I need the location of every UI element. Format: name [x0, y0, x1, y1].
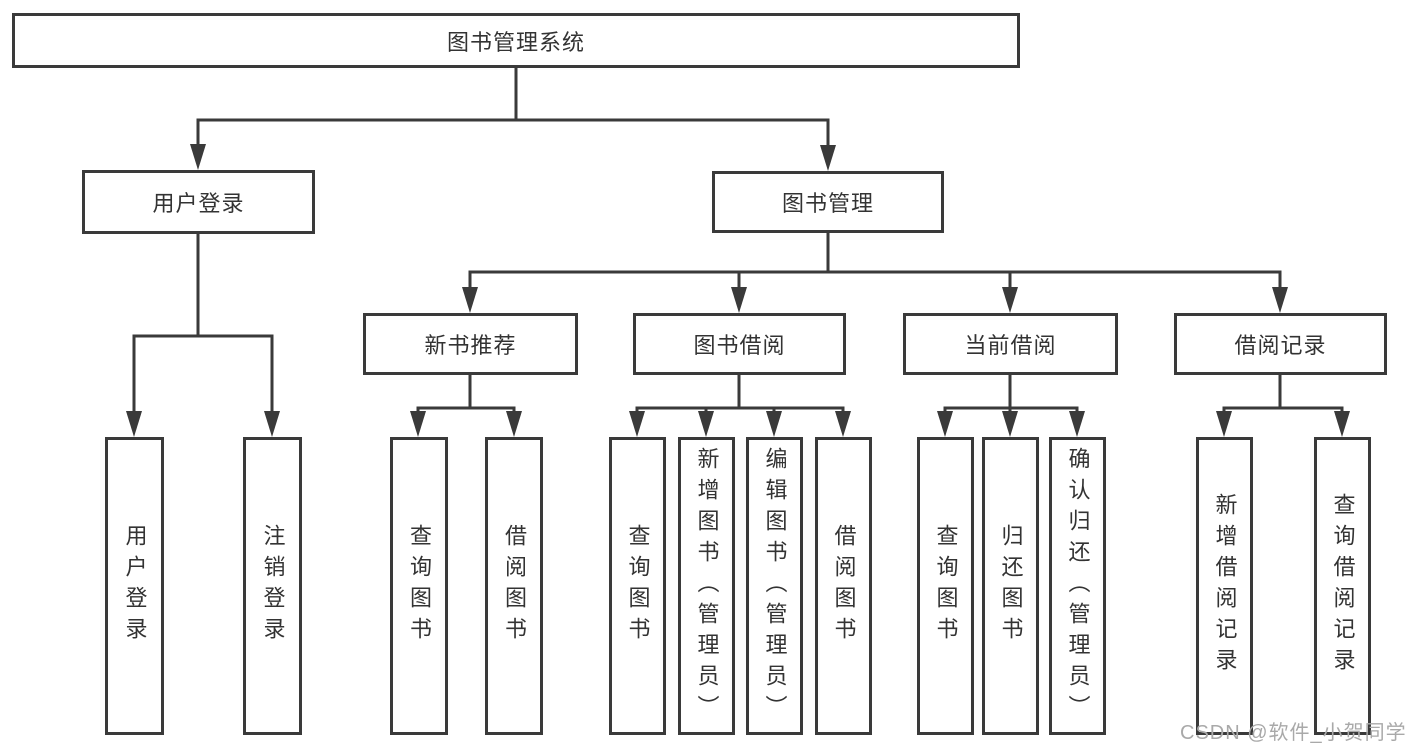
leaf-borrow-books-label: 借阅图书: [831, 524, 857, 648]
leaf-user-login-label: 用户登录: [122, 524, 148, 648]
leaf-recommend-query-books-label: 查询图书: [407, 524, 432, 648]
node-root-system: 图书管理系统: [12, 13, 1020, 68]
arrowheads-book-management-to-level3: [462, 287, 1288, 313]
leaf-query-borrow-record: 查询借阅记录: [1314, 437, 1371, 735]
node-current-borrow: 当前借阅: [903, 313, 1118, 375]
leaf-add-borrow-record: 新增借阅记录: [1196, 437, 1253, 735]
leaf-current-query-books-label: 查询图书: [933, 524, 959, 648]
node-book-borrow: 图书借阅: [633, 313, 846, 375]
connector-borrow-records-to-leaves: [1222, 373, 1344, 415]
arrowheads-borrow-records-to-leaves: [1216, 411, 1350, 437]
arrowheads-book-borrow-to-leaves: [629, 411, 851, 437]
leaf-borrow-query-books-label: 查询图书: [625, 524, 651, 648]
leaf-add-books-admin-label: 新增图书（管理员）: [694, 446, 720, 726]
arrowheads-root-to-level2: [190, 144, 836, 171]
node-book-management-branch-label: 图书管理: [781, 191, 874, 216]
arrowheads-new-book-recommend-to-leaves: [410, 411, 522, 437]
leaf-edit-books-admin-label: 编辑图书（管理员）: [762, 446, 788, 726]
leaf-return-books-label: 归还图书: [998, 524, 1024, 648]
node-root-system-label: 图书管理系统: [446, 29, 585, 55]
node-user-login-branch: 用户登录: [82, 170, 315, 234]
connector-user-login-to-leaves: [132, 232, 274, 415]
node-book-borrow-label: 图书借阅: [693, 333, 786, 358]
leaf-add-books-admin: 新增图书（管理员）: [678, 437, 735, 735]
leaf-logout: 注销登录: [243, 437, 302, 735]
leaf-logout-label: 注销登录: [260, 524, 286, 648]
leaf-user-login: 用户登录: [105, 437, 164, 735]
connector-new-book-recommend-to-leaves: [416, 373, 516, 415]
node-new-book-recommend-label: 新书推荐: [424, 333, 517, 358]
leaf-recommend-borrow-books: 借阅图书: [485, 437, 543, 735]
node-book-management-branch: 图书管理: [712, 171, 944, 233]
leaf-return-books: 归还图书: [982, 437, 1039, 735]
node-borrow-records-label: 借阅记录: [1234, 333, 1327, 358]
node-user-login-branch-label: 用户登录: [152, 191, 245, 216]
leaf-borrow-books: 借阅图书: [815, 437, 872, 735]
connector-root-to-level2: [196, 66, 830, 149]
node-borrow-records: 借阅记录: [1174, 313, 1387, 375]
leaf-current-query-books: 查询图书: [917, 437, 974, 735]
leaf-recommend-borrow-books-label: 借阅图书: [502, 524, 527, 648]
arrowheads-user-login-to-leaves: [126, 411, 280, 437]
connector-current-borrow-to-leaves: [943, 373, 1079, 415]
leaf-recommend-query-books: 查询图书: [390, 437, 448, 735]
node-new-book-recommend: 新书推荐: [363, 313, 578, 375]
leaf-confirm-return-admin-label: 确认归还（管理员）: [1065, 446, 1091, 726]
connector-book-borrow-to-leaves: [635, 373, 845, 415]
leaf-edit-books-admin: 编辑图书（管理员）: [746, 437, 803, 735]
arrowheads-current-borrow-to-leaves: [937, 411, 1085, 437]
node-current-borrow-label: 当前借阅: [964, 333, 1057, 358]
leaf-add-borrow-record-label: 新增借阅记录: [1212, 493, 1238, 679]
connector-book-management-to-level3: [468, 231, 1282, 291]
leaf-confirm-return-admin: 确认归还（管理员）: [1049, 437, 1106, 735]
leaf-query-borrow-record-label: 查询借阅记录: [1330, 493, 1356, 679]
leaf-borrow-query-books: 查询图书: [609, 437, 666, 735]
csdn-watermark: CSDN @软件_小贺同学: [1180, 722, 1405, 744]
